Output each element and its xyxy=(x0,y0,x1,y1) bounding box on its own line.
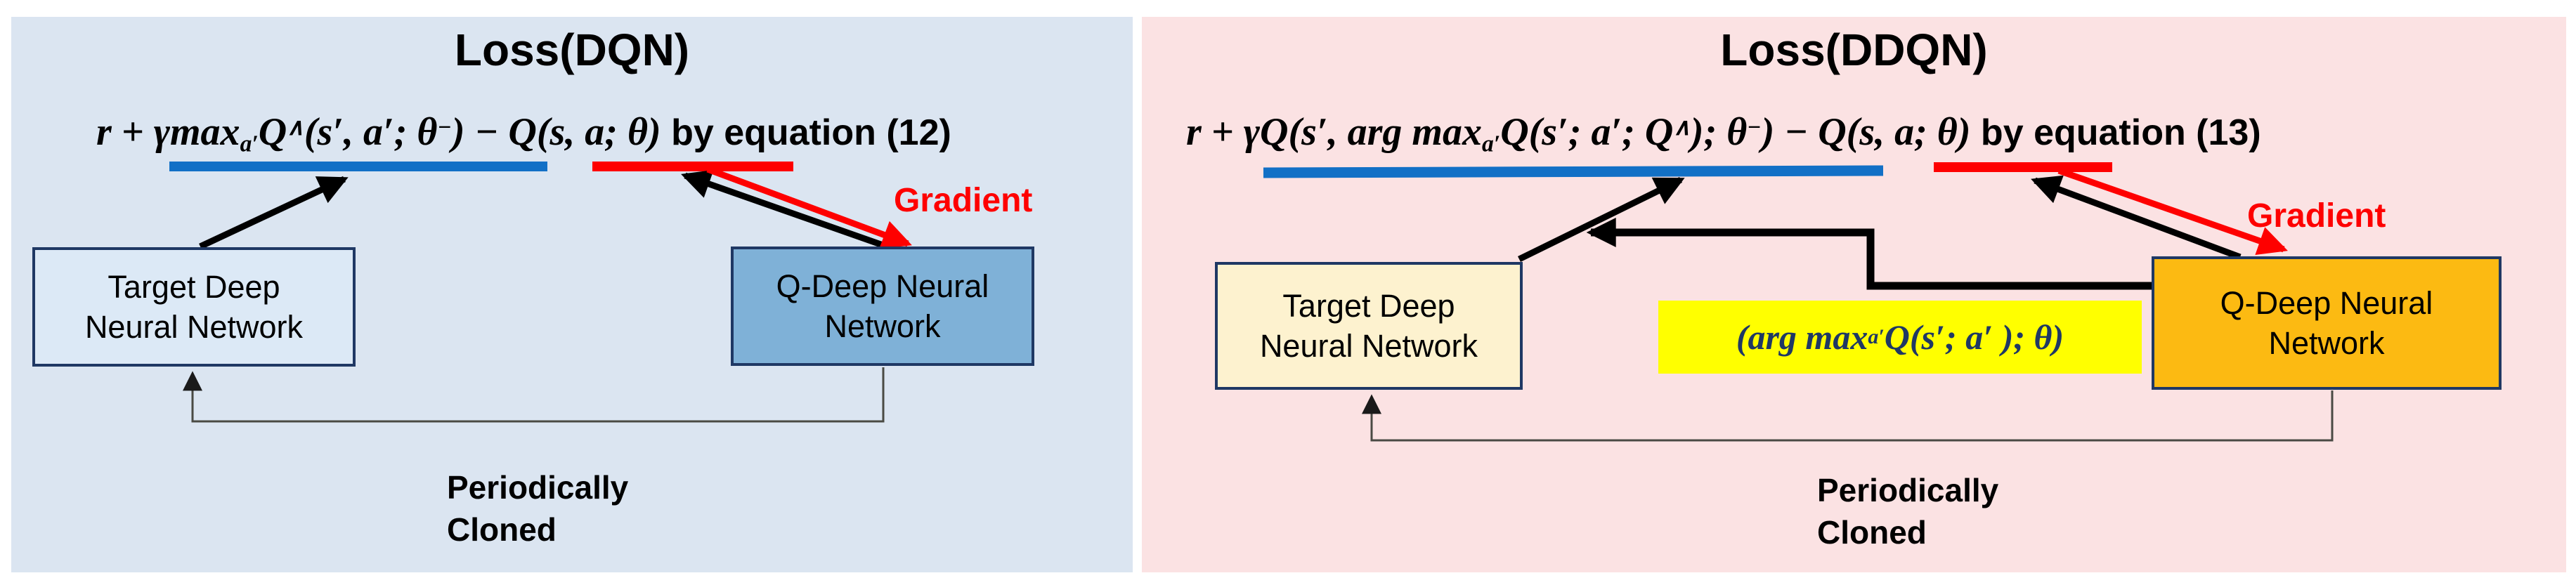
ddqn-gradient-label: Gradient xyxy=(2247,197,2386,235)
ddqn-loss-equation: r + γQ(s′, arg maxa′Q(s′; a′; Q∧); θ−) −… xyxy=(1186,105,2261,167)
dqn-cloned-line2: Cloned xyxy=(447,511,557,548)
ddqn-target-network-label-line1: Target Deep xyxy=(1282,288,1455,324)
ddqn-eq-term: r + γQ(s′, arg max xyxy=(1186,110,1482,155)
ddqn-eq-term: Q(s′; a′; Q xyxy=(1500,110,1674,155)
dqn-loss-equation: r + γmaxa′Q∧(s′, a′; θ−) − Q(s, a; θ) by… xyxy=(96,105,951,167)
dqn-title: Loss(DQN) xyxy=(454,25,690,75)
dqn-cloned-line1: Periodically xyxy=(447,469,629,506)
ddqn-eq-term: ); θ xyxy=(1690,110,1748,155)
dqn-eq-superscript: − xyxy=(437,114,452,140)
ddqn-argmax-term: (arg max xyxy=(1736,317,1868,357)
dqn-eq-subscript: a′ xyxy=(240,131,259,157)
dqn-eq-term: ) − Q(s, a; θ) xyxy=(451,110,661,155)
ddqn-eq-superscript: ∧ xyxy=(1673,114,1691,140)
ddqn-eq-superscript: − xyxy=(1747,114,1762,140)
dqn-eq-term: Q xyxy=(258,110,287,155)
dqn-eq-reference: by equation (12) xyxy=(661,112,951,154)
dqn-target-network-label-line2: Neural Network xyxy=(84,309,304,345)
ddqn-title: Loss(DDQN) xyxy=(1720,25,1988,75)
ddqn-q-network-label-line1: Q-Deep Neural xyxy=(2220,285,2433,321)
dqn-target-network-label-line1: Target Deep xyxy=(108,269,280,305)
ddqn-argmax-term: Q(s′; a′ ); θ) xyxy=(1884,317,2064,357)
ddqn-eq-term: ) − Q(s, a; θ) xyxy=(1761,110,1971,155)
ddqn-target-network-box: Target Deep Neural Network xyxy=(1215,262,1523,390)
ddqn-target-network-label-line2: Neural Network xyxy=(1259,328,1478,364)
ddqn-eq-subscript: a′ xyxy=(1481,131,1501,157)
ddqn-cloned-line2: Cloned xyxy=(1817,514,1927,551)
ddqn-argmax-subscript: a′ xyxy=(1868,325,1885,348)
ddqn-eq-reference: by equation (13) xyxy=(1970,112,2261,154)
ddqn-q-network-label-line2: Network xyxy=(2268,325,2385,361)
dqn-gradient-label: Gradient xyxy=(894,182,1033,219)
ddqn-periodically-cloned-label: Periodically Cloned xyxy=(1817,469,1998,553)
dqn-q-network-label-line2: Network xyxy=(824,308,941,344)
dqn-q-network-box: Q-Deep Neural Network xyxy=(731,247,1034,366)
dqn-periodically-cloned-label: Periodically Cloned xyxy=(447,466,628,551)
dqn-eq-superscript: ∧ xyxy=(287,114,304,140)
dqn-q-network-label-line1: Q-Deep Neural xyxy=(776,268,989,304)
dqn-target-network-box: Target Deep Neural Network xyxy=(32,247,356,367)
ddqn-q-network-box: Q-Deep Neural Network xyxy=(2152,256,2502,390)
dqn-eq-term: (s′, a′; θ xyxy=(304,110,438,155)
dqn-eq-term: r + γmax xyxy=(96,110,240,155)
ddqn-cloned-line1: Periodically xyxy=(1817,472,1999,508)
